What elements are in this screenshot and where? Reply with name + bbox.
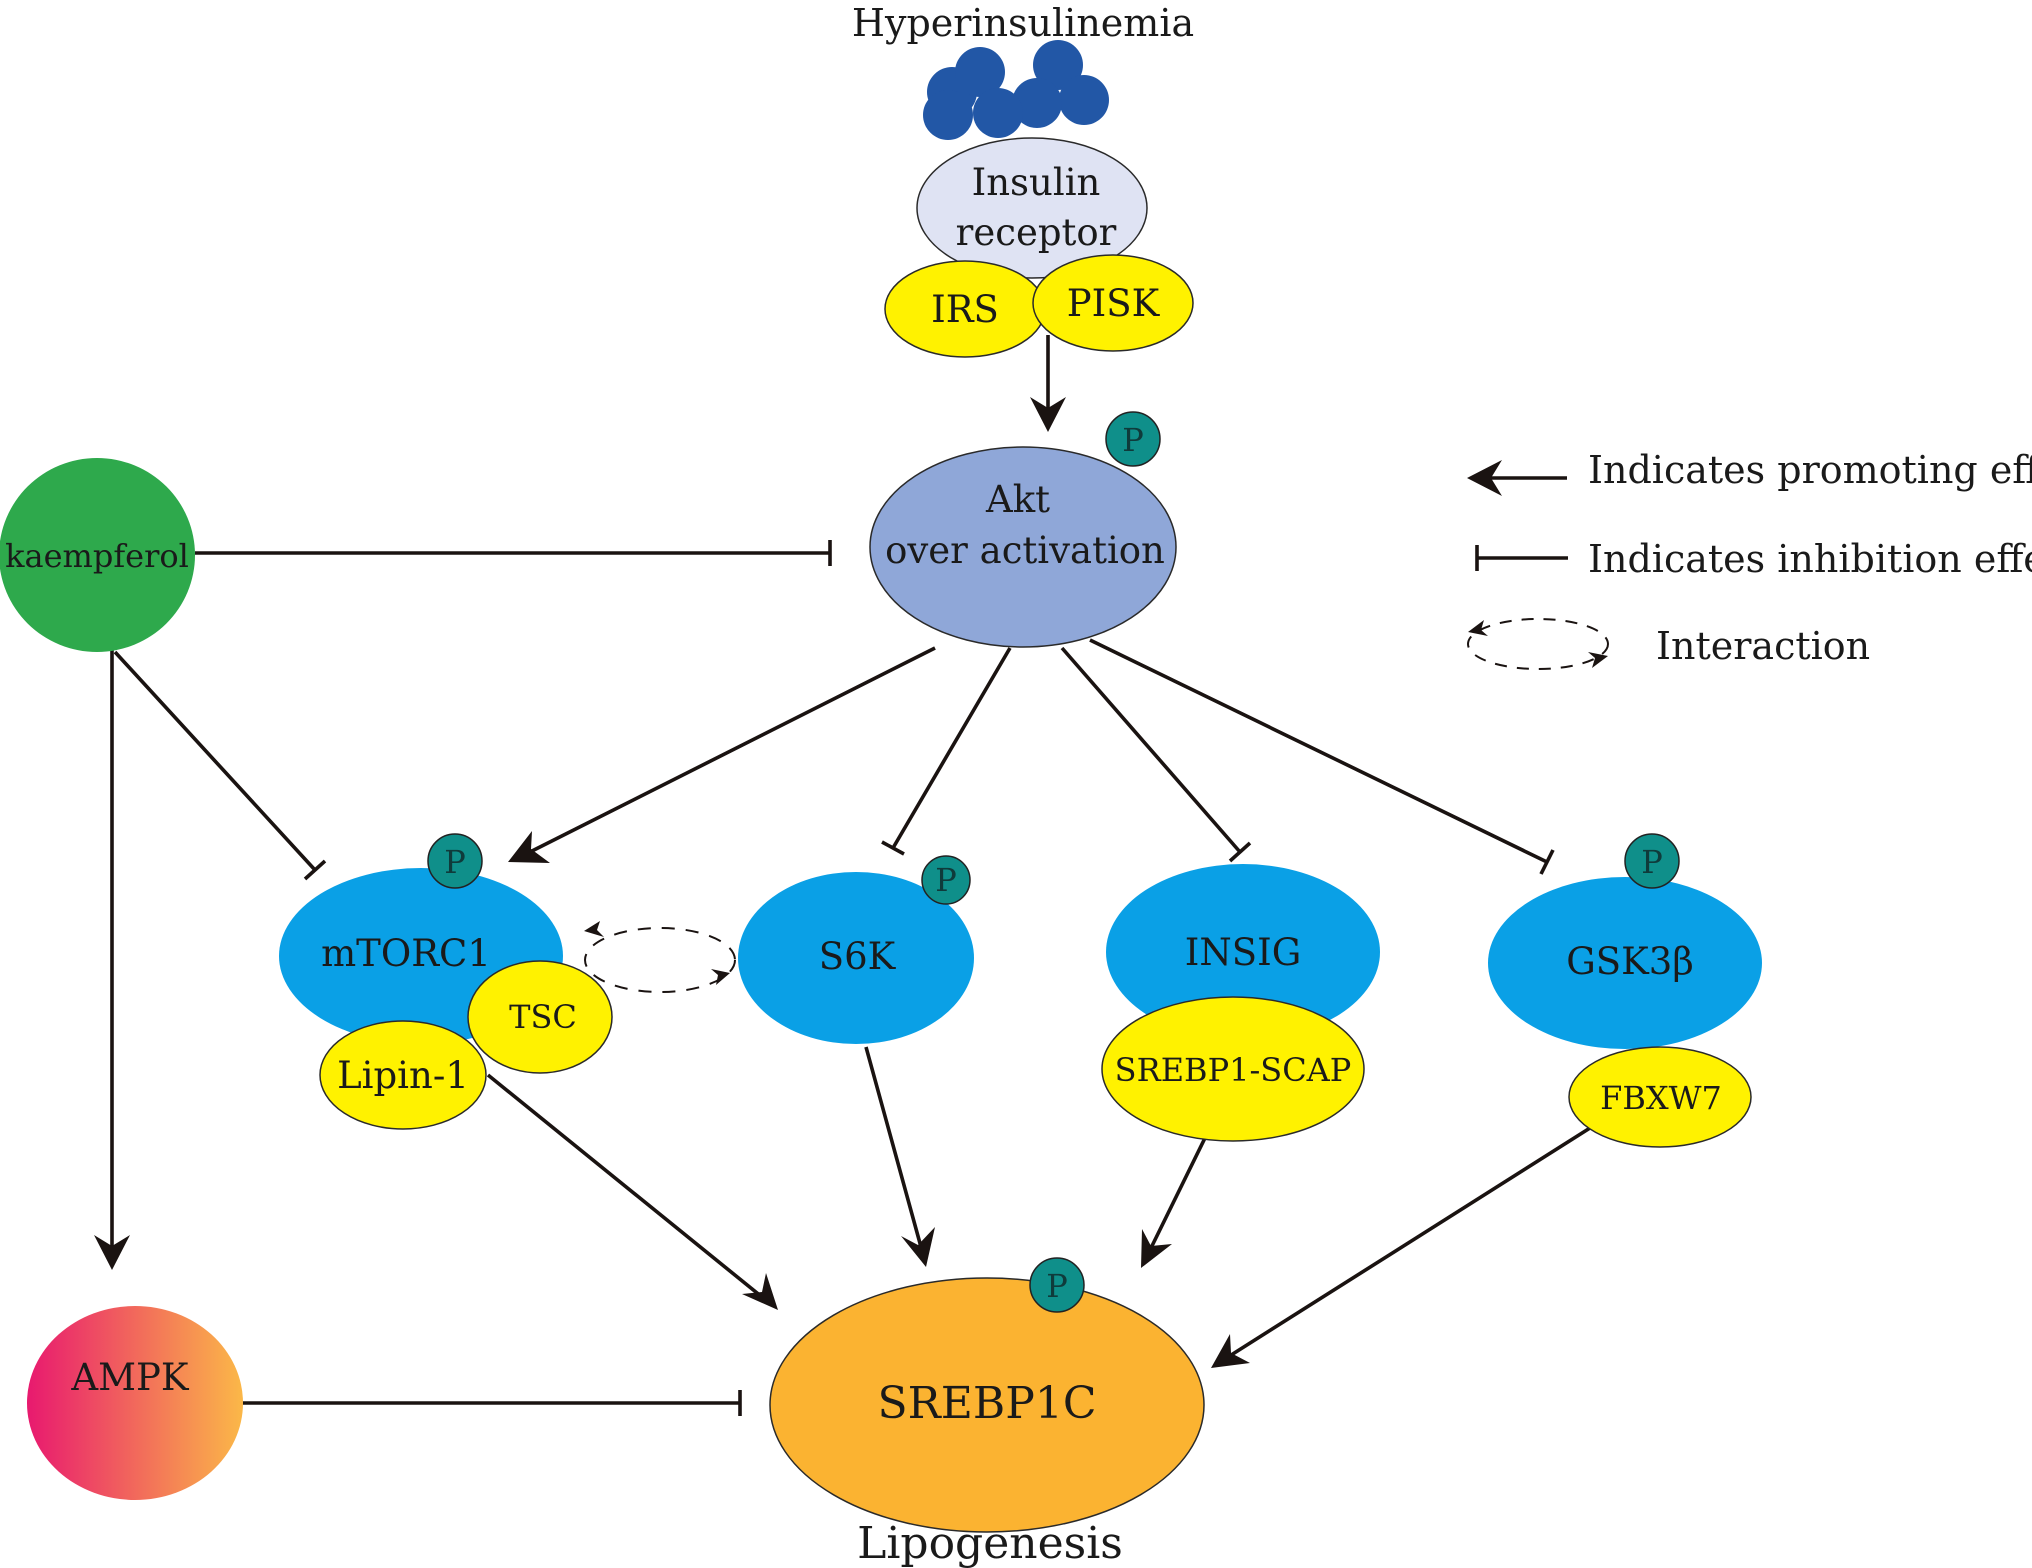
fbxw7-label: FBXW7: [1600, 1079, 1722, 1117]
insulin-receptor-label-line1: Insulin: [972, 161, 1101, 204]
akt-inhibits-s6k: [891, 647, 1012, 849]
srebp1-scap-label: SREBP1-SCAP: [1115, 1051, 1352, 1089]
interaction-mtorc1-s6k: [584, 921, 736, 993]
edges: [94, 335, 1591, 1416]
inhibit-bar: [1539, 849, 1555, 875]
srebp1scap-to-srebp1c-arrow: [1148, 1137, 1207, 1251]
kaempferol-inhibits-mtorc1: [113, 650, 317, 872]
tsc-node: TSC: [467, 960, 613, 1074]
arrowhead: [584, 921, 604, 937]
insulin-dot: [1012, 78, 1062, 128]
mtorc1-label: mTORC1: [321, 932, 491, 975]
legend-arrowhead: [1588, 652, 1608, 668]
phospho-label: P: [935, 861, 957, 899]
fbxw7-node: FBXW7: [1568, 1046, 1752, 1148]
arrowhead: [508, 831, 550, 863]
srebp1c-node: SREBP1C: [769, 1277, 1205, 1533]
arrowhead: [901, 1227, 935, 1267]
s6k-to-srebp1c-arrow: [864, 1046, 923, 1248]
arrowhead: [1141, 1229, 1172, 1268]
legend-arrowhead: [1467, 460, 1502, 496]
phospho-label: P: [1046, 1267, 1068, 1305]
insig-label: INSIG: [1185, 931, 1302, 974]
legend-interaction-text: Interaction: [1656, 624, 1870, 668]
lipin1-label: Lipin-1: [337, 1054, 469, 1097]
insulin-molecules: [923, 40, 1109, 140]
insulin-receptor-node: Insulin receptor: [916, 137, 1148, 279]
legend-interaction: Interaction: [1467, 618, 1870, 670]
phospho-label: P: [444, 843, 466, 881]
phospho-badge-srebp1c: P: [1029, 1257, 1085, 1313]
hyperinsulinemia-label: Hyperinsulinemia: [852, 1, 1194, 45]
akt-node: Akt over activation: [869, 446, 1177, 648]
legend-inhibition-text: Indicates inhibition effect: [1588, 537, 2032, 581]
legend-interaction-dashed-loop: [1467, 618, 1609, 670]
ampk-label: AMPK: [70, 1356, 190, 1399]
arrowhead: [711, 969, 730, 985]
arrowhead: [94, 1235, 130, 1270]
lipogenesis-label: Lipogenesis: [857, 1518, 1123, 1568]
kaempferol-label: kaempferol: [5, 537, 189, 575]
akt-label-line2: over activation: [885, 529, 1165, 572]
inhibit-bar: [881, 840, 905, 856]
srebp1c-label: SREBP1C: [878, 1378, 1097, 1429]
lipin1-node: Lipin-1: [319, 1020, 487, 1130]
legend-promoting-text: Indicates promoting effect: [1588, 448, 2032, 492]
insulin-dot: [923, 90, 973, 140]
legend-arrowhead: [1468, 620, 1488, 636]
tsc-label: TSC: [509, 998, 577, 1036]
legend: Indicates promoting effect Indicates inh…: [1467, 448, 2032, 670]
phospho-label: P: [1641, 843, 1663, 881]
irs-label: IRS: [931, 288, 999, 331]
legend-promoting: Indicates promoting effect: [1467, 448, 2032, 496]
pisk-label: PISK: [1067, 282, 1161, 325]
arrowhead: [1211, 1334, 1250, 1368]
irs-node: IRS: [884, 260, 1046, 358]
insulin-dot: [973, 88, 1023, 138]
insulin-dot: [1033, 40, 1083, 90]
ampk-node: AMPK: [27, 1306, 243, 1500]
insulin-dot: [955, 47, 1005, 97]
phospho-badge-akt: P: [1105, 411, 1161, 467]
insulin-dot: [1059, 75, 1109, 125]
s6k-label: S6K: [819, 935, 897, 978]
akt-label-line1: Akt: [985, 478, 1050, 521]
s6k-node: S6K: [738, 872, 974, 1044]
phospho-badge-s6k: P: [921, 855, 971, 905]
gsk3b-label: GSK3β: [1566, 940, 1693, 983]
insulin-receptor-label-line2: receptor: [956, 211, 1117, 254]
akt-inhibits-gsk3b: [1089, 638, 1548, 864]
legend-inhibition: Indicates inhibition effect: [1475, 537, 2032, 581]
kaempferol-node: kaempferol: [0, 458, 195, 652]
phospho-badge-gsk3b: P: [1624, 833, 1680, 889]
phospho-label: P: [1122, 421, 1144, 459]
arrowhead: [1030, 397, 1066, 432]
gsk3b-node: GSK3β: [1488, 877, 1762, 1049]
akt-to-mtorc1-arrow: [529, 646, 936, 854]
lipin1-to-srebp1c-arrow: [486, 1073, 764, 1299]
fbxw7-to-srebp1c-arrow: [1227, 1126, 1591, 1359]
pisk-node: PISK: [1032, 254, 1194, 352]
phospho-badge-mtorc1: P: [427, 833, 483, 889]
insig-node: INSIG: [1106, 864, 1380, 1040]
inhibit-bar: [303, 859, 327, 881]
inhibit-bar: [1228, 841, 1252, 863]
srebp1-scap-node: SREBP1-SCAP: [1101, 996, 1365, 1142]
arrowhead: [742, 1273, 778, 1310]
akt-inhibits-insig: [1060, 646, 1242, 854]
